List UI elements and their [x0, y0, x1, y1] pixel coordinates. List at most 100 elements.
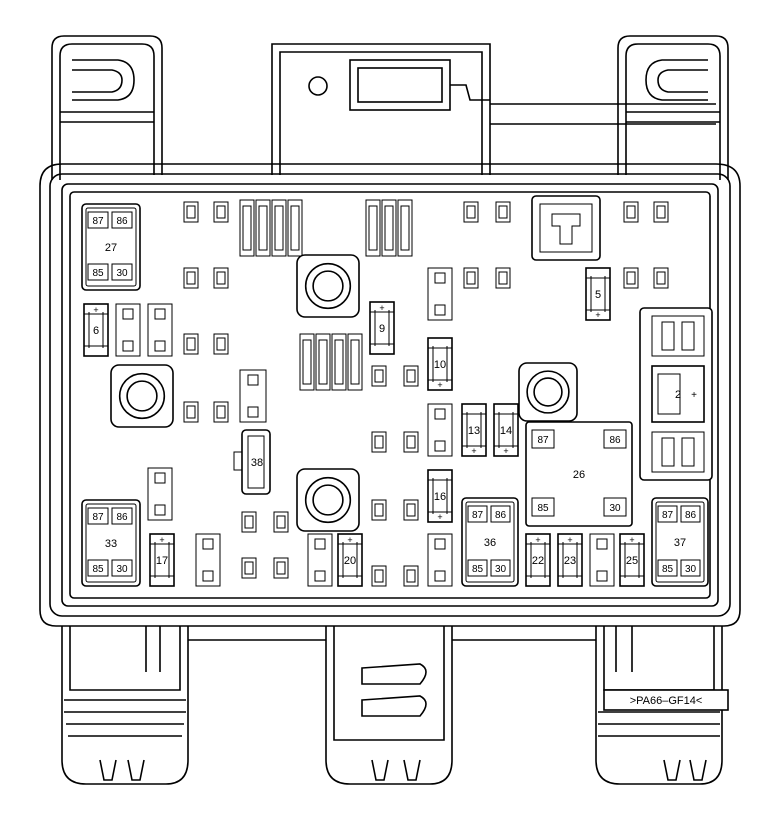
fuse-14[interactable]: +14: [493, 403, 519, 457]
fuse-body: [427, 337, 453, 391]
relay-socket-cavity: [427, 403, 453, 457]
fuse-number: 25: [626, 555, 638, 567]
small-cavity: [403, 365, 419, 387]
fuse-polarity-mark: +: [567, 535, 572, 545]
fuse-5[interactable]: +5: [585, 267, 611, 321]
small-cavity: [183, 401, 199, 423]
relay-number: 37: [674, 537, 686, 549]
relay-terminal: [603, 429, 627, 449]
relay-number: 27: [105, 242, 117, 254]
fuse-polarity-mark: +: [595, 310, 600, 320]
relay-terminal-label: 85: [472, 564, 484, 575]
relay-body: [651, 497, 709, 587]
fuse-body: [149, 533, 175, 587]
relay-socket-cavity: [195, 533, 221, 587]
relay-terminal-label: 30: [609, 503, 621, 514]
fuse-23[interactable]: +23: [557, 533, 583, 587]
relay-terminal: [657, 505, 678, 523]
fuse-20[interactable]: +20: [337, 533, 363, 587]
relay-terminal: [87, 263, 109, 281]
small-cavity: [403, 431, 419, 453]
relay-terminal-label: 30: [116, 268, 128, 279]
fuse-polarity-mark: +: [629, 535, 634, 545]
fuse-body: [369, 301, 395, 355]
small-cavity: [241, 511, 257, 533]
relay-terminal-label: 30: [495, 564, 507, 575]
fuse-body: [83, 303, 109, 357]
fuse-polarity-mark: +: [535, 535, 540, 545]
maxi-fuse-2[interactable]: 2+: [639, 307, 713, 481]
relay-terminal-label: 30: [116, 564, 128, 575]
fuse-16[interactable]: +16: [427, 469, 453, 523]
fuse-polarity-mark: +: [503, 446, 508, 456]
fuse-body: [427, 469, 453, 523]
material-marking-box: [603, 689, 729, 711]
fuse-number: 17: [156, 555, 168, 567]
spare-cavity: [651, 315, 705, 357]
relay-terminal-label: 85: [537, 503, 549, 514]
fuses: +5+6+9+10+13+14+16+17+20+22+23+252+38: [83, 267, 713, 587]
small-cavity: [273, 511, 289, 533]
relay-number: 33: [105, 538, 117, 550]
small-cavity: [371, 431, 387, 453]
relay-terminal-label: 86: [685, 510, 697, 521]
blade-fuse-cavity: [239, 199, 303, 257]
fuse-polarity-mark: +: [159, 535, 164, 545]
small-cavity: [623, 201, 639, 223]
fuse-number: 5: [595, 289, 601, 301]
diode-38[interactable]: 38: [233, 429, 271, 495]
small-cavity: [463, 201, 479, 223]
fuse-10[interactable]: +10: [427, 337, 453, 391]
relay-terminal: [603, 497, 627, 517]
small-cavity: [241, 557, 257, 579]
fuse-13[interactable]: +13: [461, 403, 487, 457]
small-cavity: [273, 557, 289, 579]
fuse-number: 10: [434, 359, 446, 371]
relay-inner: [465, 501, 515, 583]
small-cavity: [403, 499, 419, 521]
relay-terminal-label: 87: [92, 512, 104, 523]
housing-bottom: [61, 626, 723, 785]
relay-socket-cavity: [147, 467, 173, 521]
fuse-22[interactable]: +22: [525, 533, 551, 587]
relay-terminal-label: 87: [472, 510, 484, 521]
relay-terminal: [111, 559, 133, 577]
fuse-25[interactable]: +25: [619, 533, 645, 587]
fuse-17[interactable]: +17: [149, 533, 175, 587]
relay-terminal: [680, 505, 701, 523]
fuse-body: [525, 533, 551, 587]
relay-terminal: [490, 559, 511, 577]
fuse-6[interactable]: +6: [83, 303, 109, 357]
relay-37[interactable]: 87 86 85 30 37: [651, 497, 709, 587]
relay-socket-cavity: [147, 303, 173, 357]
fuse-body: [585, 267, 611, 321]
fuse-number: 14: [500, 425, 512, 437]
small-cavity: [213, 201, 229, 223]
bolt-stud: [296, 468, 360, 532]
small-cavity: [653, 267, 669, 289]
connector-socket: [531, 195, 601, 261]
small-cavity: [371, 365, 387, 387]
relay-terminal: [467, 505, 488, 523]
fuse-9[interactable]: +9: [369, 301, 395, 355]
material-marking: >PA66–GF14<: [630, 695, 703, 707]
relay-body: [81, 203, 141, 291]
relay-terminal: [490, 505, 511, 523]
relay-terminal-label: 87: [662, 510, 674, 521]
relay-terminal-label: 85: [92, 564, 104, 575]
relay-terminal: [111, 211, 133, 229]
relay-terminal-label: 30: [685, 564, 697, 575]
relay-terminal: [680, 559, 701, 577]
relay-inner: [85, 207, 137, 287]
maxi-fuse-number: 2: [675, 389, 681, 401]
hardware: [110, 195, 669, 587]
relay-terminal-label: 85: [662, 564, 674, 575]
small-cavity: [183, 267, 199, 289]
housing-top: [51, 35, 729, 180]
relay-inner: [655, 501, 705, 583]
